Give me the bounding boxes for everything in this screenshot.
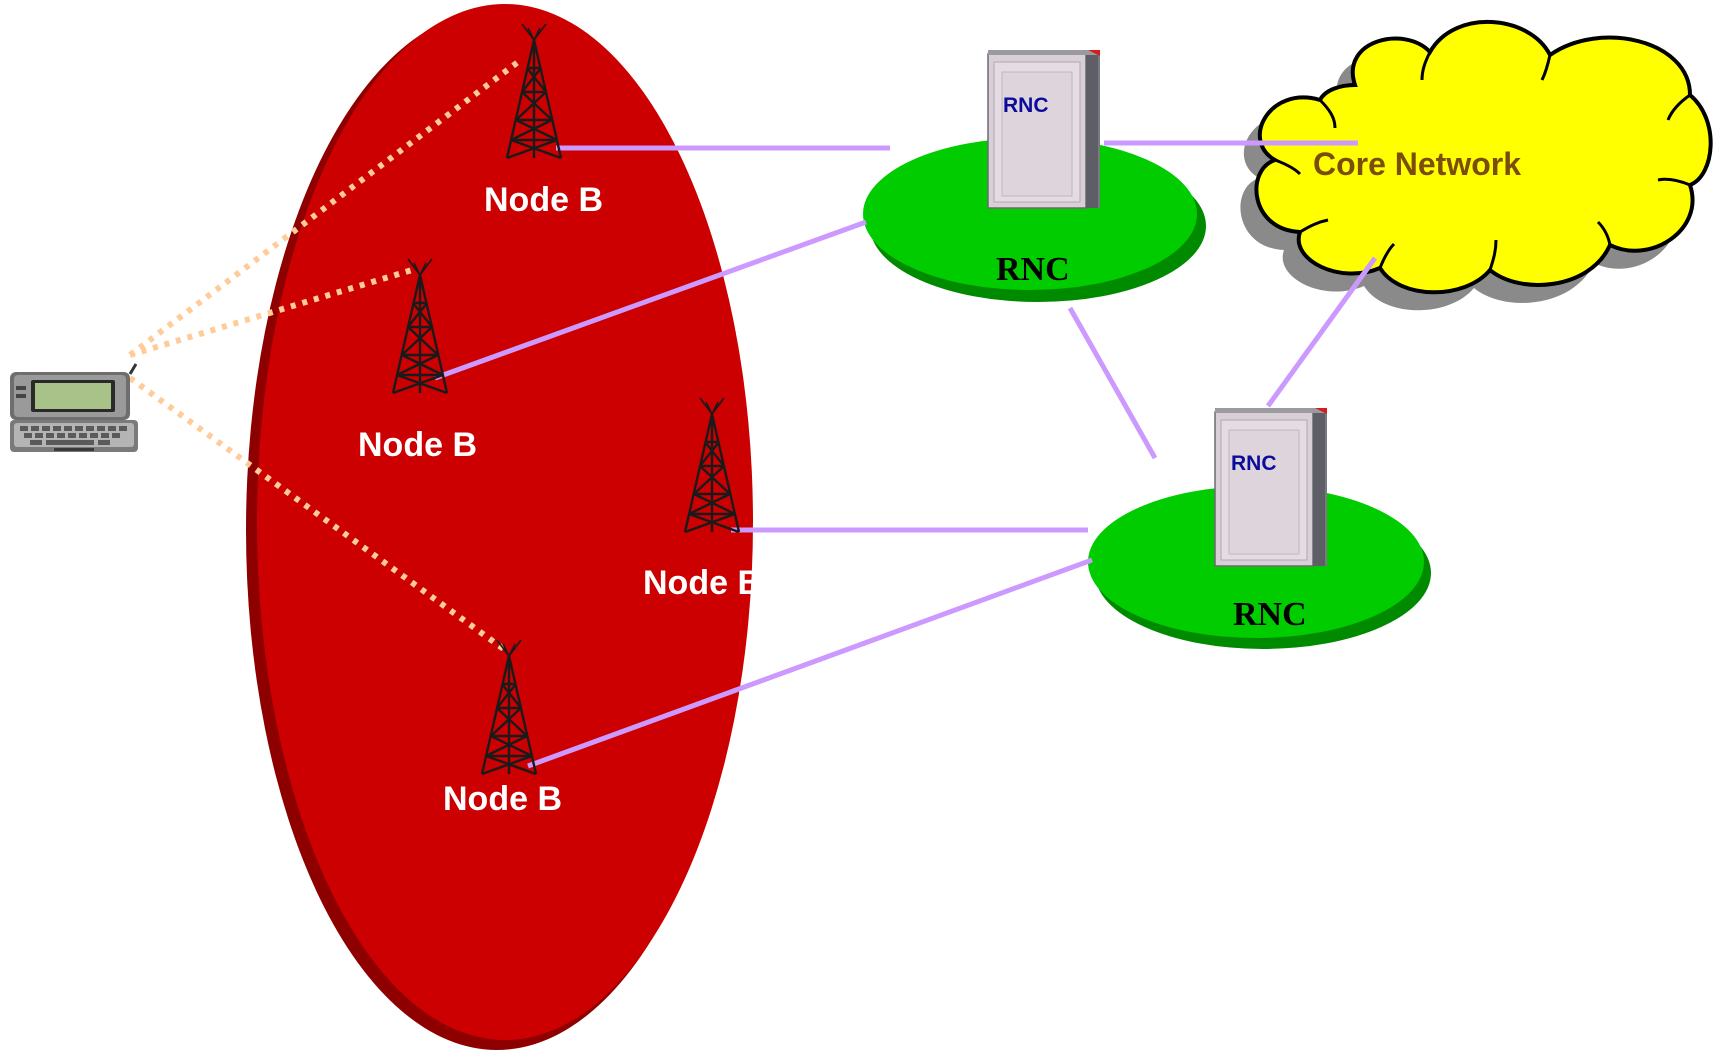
rnc-label: RNC [1233,596,1307,633]
node-b-label: Node B [443,780,562,818]
communicator-phone-icon [10,363,138,452]
server-label: RNC [1231,452,1277,475]
rnc-2: RNC RNC [1214,407,1328,633]
node-b-4: Node B [443,638,562,818]
link-nodeb4-rnc2 [527,557,1093,769]
rnc-server-icon [987,49,1101,209]
node-b-1: Node B [484,22,603,219]
rnc-disc-1 [863,138,1206,302]
node-b-3: Node B [643,396,762,602]
rnc-1: RNC RNC [987,49,1101,288]
coverage-area [246,4,753,1050]
core-network-label: Core Network [1313,146,1521,182]
node-b-label: Node B [484,181,603,219]
backhaul-links [434,140,1378,769]
link-rnc1-rnc2 [1067,306,1158,460]
node-b-label: Node B [358,426,477,464]
node-b-2: Node B [358,257,477,464]
radio-links [128,59,520,653]
radio-link-1 [128,59,520,358]
radio-link-3 [128,375,507,653]
rnc-label: RNC [996,251,1070,288]
cloud-icon: Core Network [1240,20,1713,311]
node-b-label: Node B [643,564,762,602]
rnc-server-icon [1214,407,1328,567]
link-nodeb2-rnc1 [434,219,867,381]
link-rnc2-core [1265,256,1378,408]
radio-link-2 [129,267,413,358]
server-label: RNC [1003,94,1049,117]
